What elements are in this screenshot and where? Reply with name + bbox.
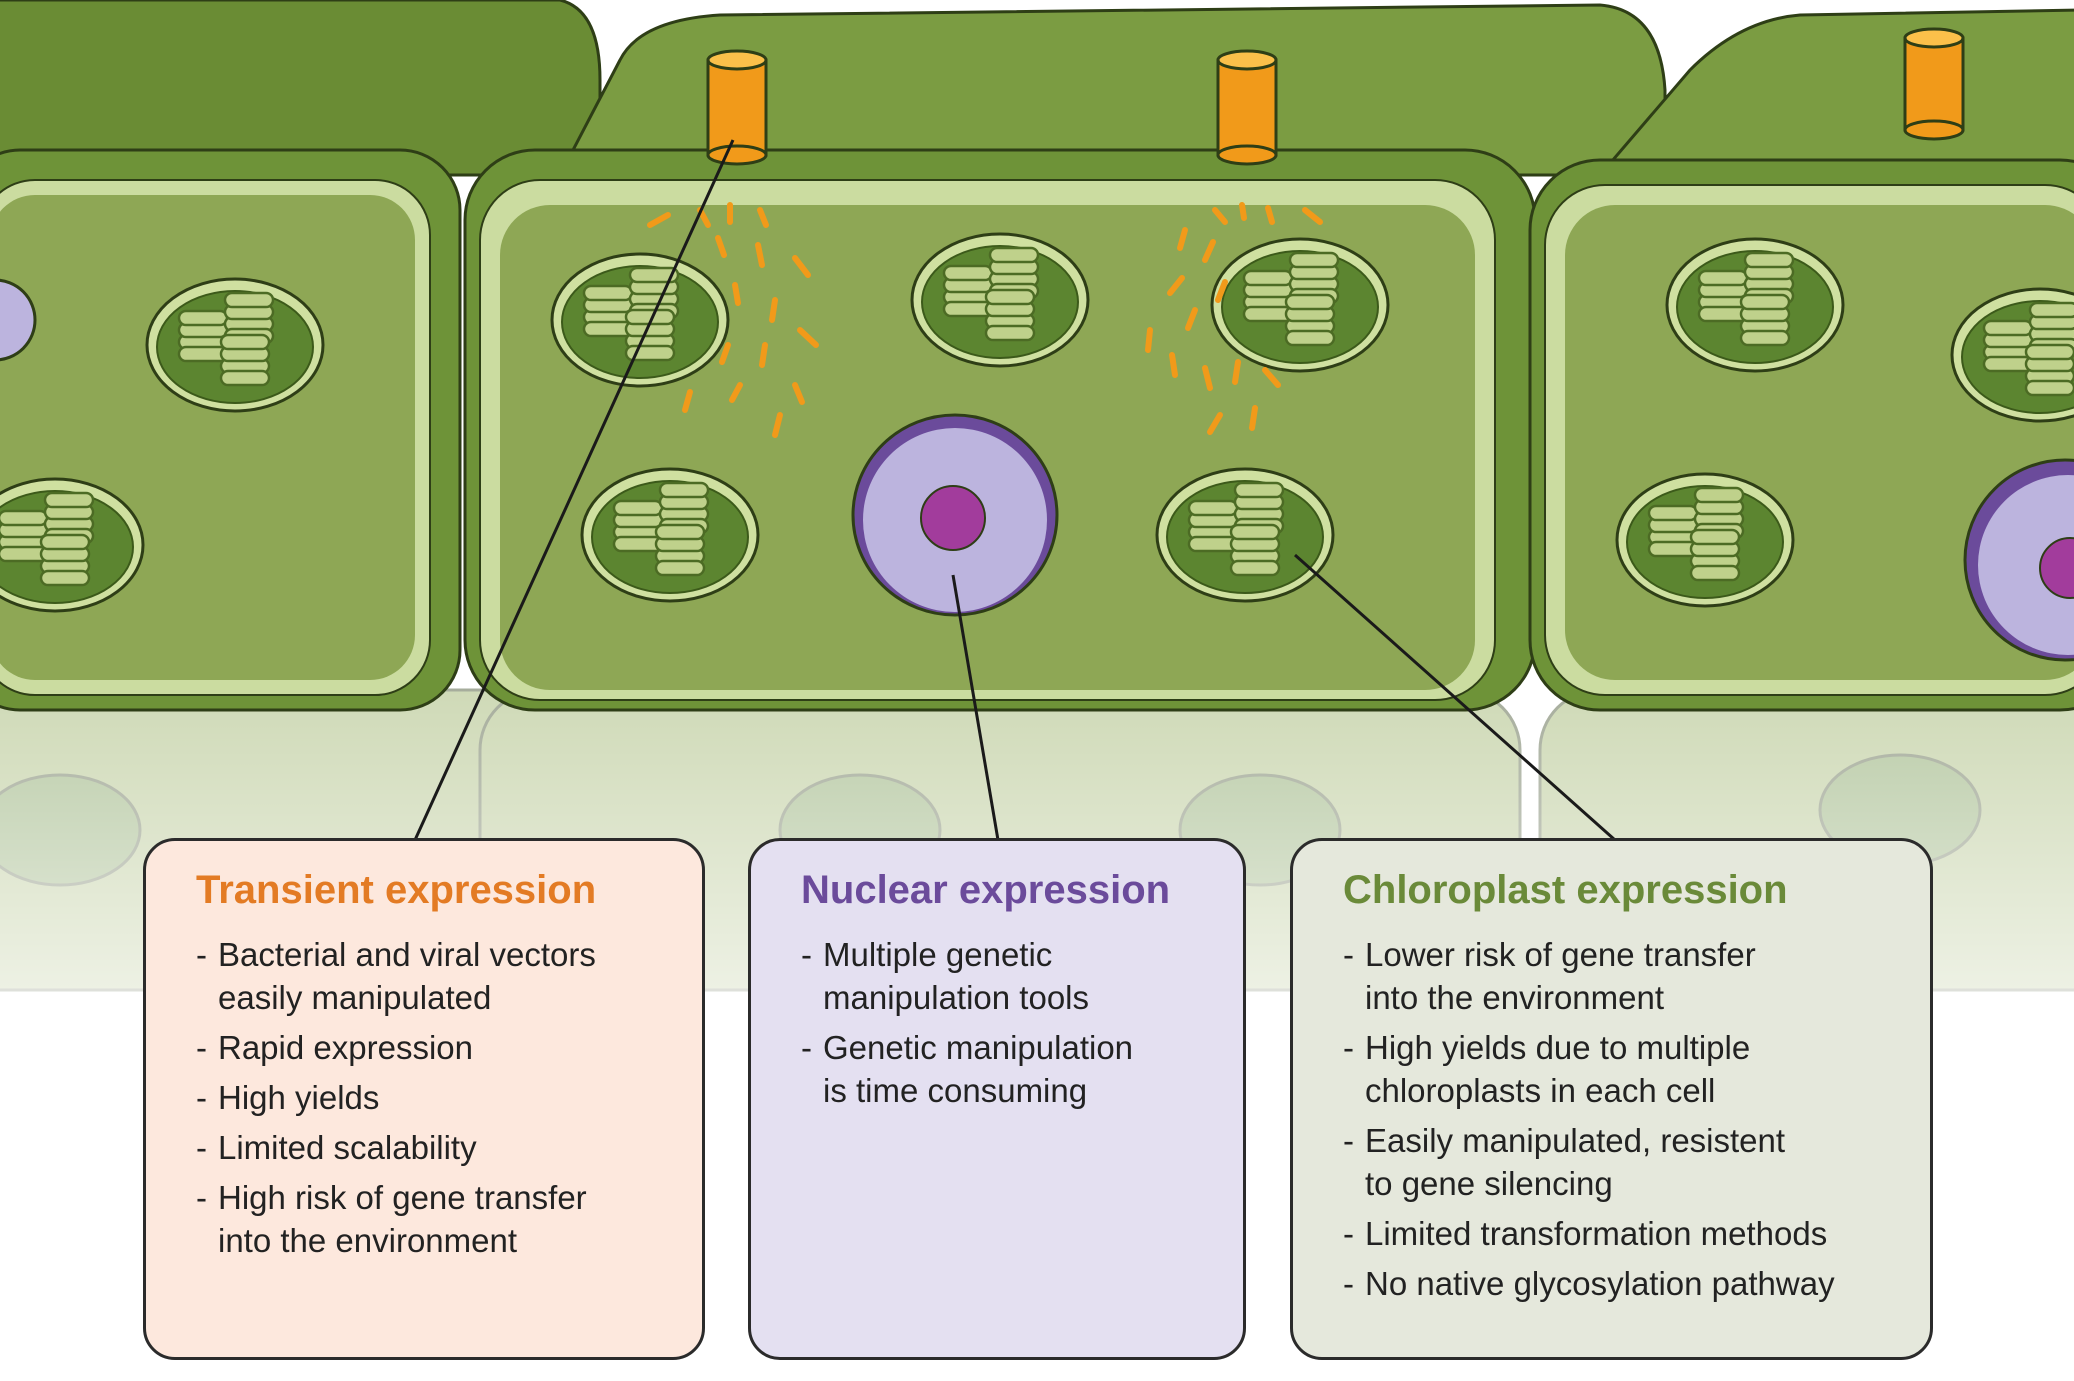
nuclear-points: Multiple genetic manipulation tools Gene… [801, 933, 1213, 1112]
right-cell [1528, 158, 2074, 712]
transient-point: Limited scalability [196, 1126, 672, 1169]
right-nucleus [1963, 458, 2074, 662]
callout-lines [413, 139, 1616, 842]
chloroplast-callout-line [1294, 553, 1616, 842]
chloroplast-point: Limited transformation methods [1343, 1212, 1900, 1255]
chloroplast-point: No native glycosylation pathway [1343, 1262, 1900, 1305]
nuclear-point: Multiple genetic manipulation tools [801, 933, 1213, 1019]
chloroplast-points: Lower risk of gene transfer into the env… [1343, 933, 1900, 1305]
middle-cell [463, 148, 1537, 712]
cell-wall-tops [0, 0, 2074, 177]
vector-cylinder-3 [1903, 27, 1965, 141]
vector-cylinder-1 [706, 49, 768, 166]
vector-cylinder-2 [1216, 49, 1278, 166]
nuclear-callout-line [951, 574, 1000, 841]
vector-particles [647, 202, 1323, 438]
nuclear-point: Genetic manipulation is time consuming [801, 1026, 1213, 1112]
transient-points: Bacterial and viral vectors easily manip… [196, 933, 672, 1262]
transient-callout-line [413, 139, 735, 841]
transient-expression-box: Transient expression Bacterial and viral… [143, 838, 705, 1360]
nucleus [851, 413, 1059, 617]
nuclear-expression-box: Nuclear expression Multiple genetic mani… [748, 838, 1246, 1360]
chloroplast-point: High yields due to multiple chloroplasts… [1343, 1026, 1900, 1112]
nuclear-title: Nuclear expression [801, 868, 1171, 912]
left-cell [0, 148, 462, 712]
chloroplast-point: Easily manipulated, resistent to gene si… [1343, 1119, 1900, 1205]
transient-title: Transient expression [196, 868, 597, 912]
chloroplast-title: Chloroplast expression [1343, 868, 1788, 912]
transient-point: High yields [196, 1076, 672, 1119]
transient-point: Bacterial and viral vectors easily manip… [196, 933, 672, 1019]
chloroplast-expression-box: Chloroplast expression Lower risk of gen… [1290, 838, 1933, 1360]
chloroplast-point: Lower risk of gene transfer into the env… [1343, 933, 1900, 1019]
transient-point: Rapid expression [196, 1026, 672, 1069]
transient-point: High risk of gene transfer into the envi… [196, 1176, 672, 1262]
